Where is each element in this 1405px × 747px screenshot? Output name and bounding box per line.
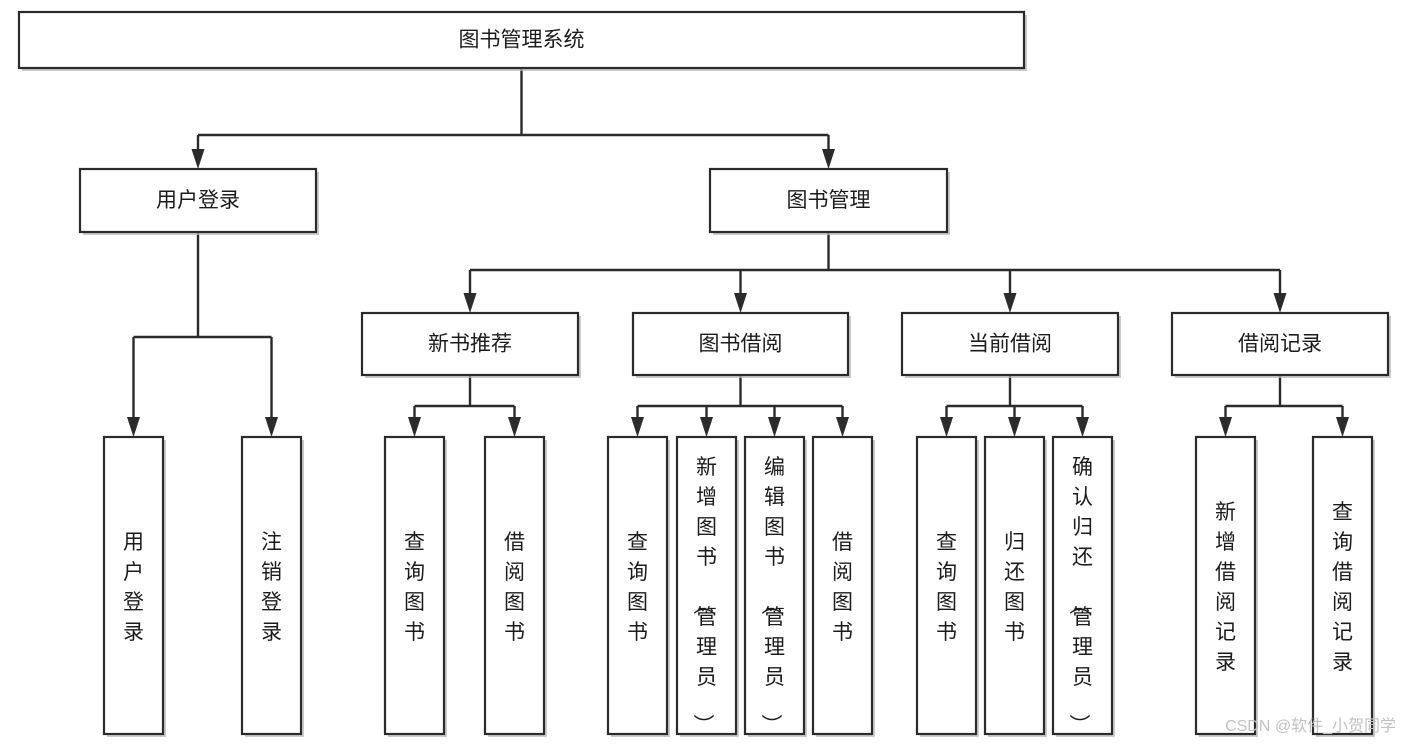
node-label: 查询图书 bbox=[627, 531, 648, 644]
node-rect[interactable] bbox=[708, 167, 949, 234]
node-leaf-add-record[interactable]: 新增借阅记录 bbox=[1194, 435, 1258, 737]
node-current-borrow[interactable]: 当前借阅 bbox=[900, 311, 1121, 378]
arrow-head-leaf-add-book bbox=[700, 417, 713, 437]
node-label: 查询图书 bbox=[936, 531, 957, 644]
arrow-head-book-borrow bbox=[734, 293, 747, 313]
node-book-manage[interactable]: 图书管理 bbox=[708, 167, 950, 235]
arrow-head-leaf-query-record bbox=[1336, 417, 1349, 437]
node-rect[interactable] bbox=[743, 435, 806, 736]
node-leaf-query-book-2[interactable]: 查询图书 bbox=[606, 435, 670, 737]
node-label: 图书管理系统 bbox=[459, 29, 585, 52]
node-label: 编辑图书（管理员） bbox=[759, 456, 785, 735]
node-leaf-confirm-return[interactable]: 确认归还（管理员） bbox=[1051, 435, 1115, 737]
node-root[interactable]: 图书管理系统 bbox=[17, 10, 1027, 71]
node-rect[interactable] bbox=[1311, 435, 1374, 736]
arrow-head-leaf-confirm-return bbox=[1076, 417, 1089, 437]
node-leaf-add-book[interactable]: 新增图书（管理员） bbox=[675, 435, 739, 737]
connector-layer bbox=[127, 68, 1349, 437]
node-rect[interactable] bbox=[675, 435, 738, 736]
connector-group-book-borrow bbox=[631, 375, 849, 437]
node-label: 新增图书（管理员） bbox=[691, 456, 717, 735]
node-leaf-query-record[interactable]: 查询借阅记录 bbox=[1311, 435, 1375, 737]
node-label: 图书借阅 bbox=[699, 333, 783, 356]
node-label: 借阅图书 bbox=[504, 531, 525, 644]
node-book-borrow[interactable]: 图书借阅 bbox=[631, 311, 851, 378]
node-label: 图书管理 bbox=[787, 189, 871, 212]
arrow-head-book-manage bbox=[822, 149, 835, 169]
node-rect[interactable] bbox=[102, 435, 165, 736]
node-rect[interactable] bbox=[631, 311, 850, 377]
connector-group-root bbox=[191, 68, 835, 169]
arrow-head-borrow-record bbox=[1273, 293, 1287, 313]
node-rect[interactable] bbox=[483, 435, 546, 736]
connector-group-book-manage bbox=[463, 232, 1287, 313]
arrow-head-current-borrow bbox=[1003, 293, 1017, 313]
arrow-head-leaf-return-book bbox=[1008, 417, 1021, 437]
node-label: 新书推荐 bbox=[428, 333, 512, 356]
arrow-head-leaf-user-logout bbox=[265, 417, 278, 437]
node-layer: 图书管理系统用户登录图书管理新书推荐图书借阅当前借阅借阅记录用户登录注销登录查询… bbox=[17, 10, 1391, 737]
node-rect[interactable] bbox=[17, 10, 1026, 70]
node-rect[interactable] bbox=[1194, 435, 1257, 736]
node-leaf-user-logout[interactable]: 注销登录 bbox=[240, 435, 304, 737]
node-rect[interactable] bbox=[606, 435, 669, 736]
node-label: 查询图书 bbox=[404, 531, 425, 644]
watermark-label: CSDN @软件_小贺同学 bbox=[1225, 717, 1396, 735]
node-leaf-borrow-book-2[interactable]: 借阅图书 bbox=[811, 435, 875, 737]
node-rect[interactable] bbox=[1051, 435, 1114, 736]
arrow-head-user-login bbox=[191, 149, 205, 169]
node-user-login[interactable]: 用户登录 bbox=[78, 167, 319, 235]
node-leaf-edit-book[interactable]: 编辑图书（管理员） bbox=[743, 435, 807, 737]
node-label: 归还图书 bbox=[1004, 531, 1025, 644]
arrow-head-leaf-query-book-3 bbox=[940, 417, 953, 437]
node-leaf-user-login[interactable]: 用户登录 bbox=[102, 435, 166, 737]
node-leaf-return-book[interactable]: 归还图书 bbox=[983, 435, 1047, 737]
node-rect[interactable] bbox=[240, 435, 303, 736]
node-rect[interactable] bbox=[1170, 311, 1390, 377]
connector-group-current-borrow bbox=[940, 375, 1089, 437]
node-label: 确认归还（管理员） bbox=[1067, 456, 1093, 735]
node-leaf-query-book-3[interactable]: 查询图书 bbox=[915, 435, 979, 737]
node-label: 借阅图书 bbox=[832, 531, 853, 644]
node-leaf-query-book-1[interactable]: 查询图书 bbox=[383, 435, 447, 737]
connector-group-borrow-record bbox=[1219, 375, 1349, 437]
connector-group-user-login bbox=[127, 232, 278, 437]
connector-group-new-book-rec bbox=[408, 375, 521, 437]
arrow-head-new-book-rec bbox=[463, 293, 477, 313]
arrow-head-leaf-query-book-1 bbox=[408, 417, 421, 437]
node-label: 新增借阅记录 bbox=[1215, 501, 1236, 674]
node-rect[interactable] bbox=[78, 167, 318, 234]
node-rect[interactable] bbox=[900, 311, 1120, 377]
node-label: 用户登录 bbox=[123, 531, 144, 644]
node-leaf-borrow-book-1[interactable]: 借阅图书 bbox=[483, 435, 547, 737]
node-rect[interactable] bbox=[811, 435, 874, 736]
node-label: 查询借阅记录 bbox=[1332, 501, 1353, 674]
node-new-book-rec[interactable]: 新书推荐 bbox=[360, 311, 581, 378]
node-rect[interactable] bbox=[360, 311, 580, 377]
node-label: 当前借阅 bbox=[968, 333, 1052, 356]
arrow-head-leaf-borrow-book-2 bbox=[836, 417, 849, 437]
node-borrow-record[interactable]: 借阅记录 bbox=[1170, 311, 1391, 378]
node-label: 借阅记录 bbox=[1238, 333, 1322, 356]
node-rect[interactable] bbox=[383, 435, 446, 736]
arrow-head-leaf-query-book-2 bbox=[631, 417, 644, 437]
arrow-head-leaf-add-record bbox=[1219, 417, 1232, 437]
node-rect[interactable] bbox=[983, 435, 1046, 736]
node-label: 注销登录 bbox=[261, 531, 282, 644]
arrow-head-leaf-user-login bbox=[127, 417, 140, 437]
arrow-head-leaf-borrow-book-1 bbox=[508, 417, 521, 437]
node-label: 用户登录 bbox=[156, 189, 240, 212]
arrow-head-leaf-edit-book bbox=[768, 417, 781, 437]
node-rect[interactable] bbox=[915, 435, 978, 736]
